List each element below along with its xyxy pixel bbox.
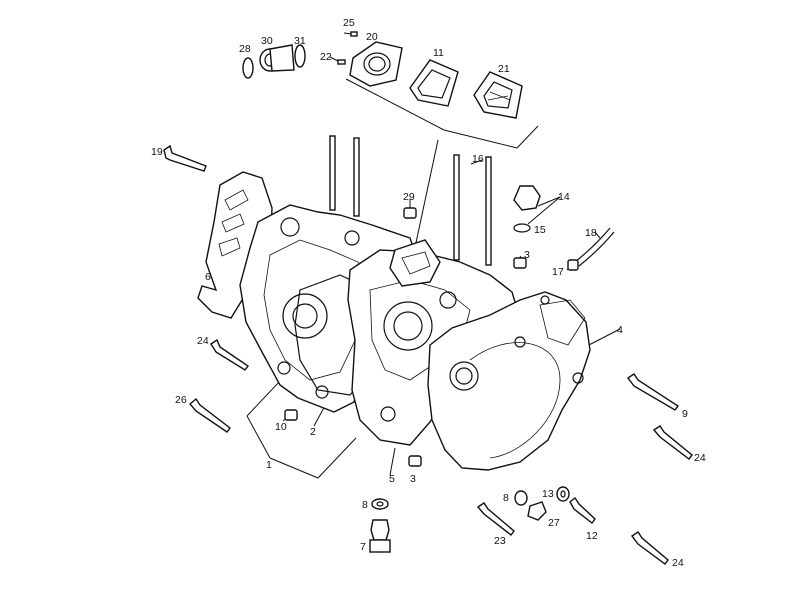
callout-22: 22 bbox=[320, 51, 332, 63]
callout-29: 29 bbox=[403, 191, 415, 203]
callout-20: 20 bbox=[366, 31, 378, 43]
crankcase-assembly bbox=[197, 171, 591, 471]
callout-31: 31 bbox=[294, 35, 306, 47]
callout-24: 24 bbox=[197, 335, 209, 347]
callout-18: 18 bbox=[585, 227, 597, 239]
callout-8: 8 bbox=[362, 499, 368, 511]
callout-27: 27 bbox=[548, 517, 560, 529]
callout-10: 10 bbox=[275, 421, 287, 433]
callout-labels: 1 2 3 3 4 5 6 7 8 8 9 10 11 12 13 14 15 … bbox=[151, 17, 706, 569]
callout-8: 8 bbox=[503, 492, 509, 504]
callout-9: 9 bbox=[682, 408, 688, 420]
bolts bbox=[163, 144, 693, 565]
intake-boot-group bbox=[242, 44, 306, 79]
intake-port bbox=[389, 239, 441, 287]
callout-23: 23 bbox=[494, 535, 506, 547]
callout-3: 3 bbox=[524, 249, 530, 261]
callout-19: 19 bbox=[151, 146, 163, 158]
reed-valve-group bbox=[337, 31, 523, 119]
callout-12: 12 bbox=[586, 530, 598, 542]
callout-24: 24 bbox=[672, 557, 684, 569]
callout-26: 26 bbox=[175, 394, 187, 406]
callout-25: 25 bbox=[343, 17, 355, 29]
callout-14: 14 bbox=[558, 191, 570, 203]
callout-28: 28 bbox=[239, 43, 251, 55]
callout-3: 3 bbox=[410, 473, 416, 485]
callout-7: 7 bbox=[360, 541, 366, 553]
callout-4: 4 bbox=[617, 324, 623, 336]
callout-30: 30 bbox=[261, 35, 273, 47]
cylinder-studs bbox=[329, 135, 492, 266]
callout-15: 15 bbox=[534, 224, 546, 236]
callout-5: 5 bbox=[389, 473, 395, 485]
callout-2: 2 bbox=[310, 426, 316, 438]
callout-16: 16 bbox=[472, 153, 484, 165]
callout-24: 24 bbox=[694, 452, 706, 464]
small-parts bbox=[284, 185, 615, 553]
reed-gasket bbox=[409, 59, 459, 107]
callout-1: 1 bbox=[266, 459, 272, 471]
callout-6: 6 bbox=[205, 271, 211, 283]
callout-11: 11 bbox=[433, 47, 444, 59]
intake-flange bbox=[349, 41, 403, 87]
callout-17: 17 bbox=[552, 266, 564, 278]
callout-21: 21 bbox=[498, 63, 510, 75]
callout-13: 13 bbox=[542, 488, 554, 500]
clutch-cover bbox=[427, 291, 591, 471]
